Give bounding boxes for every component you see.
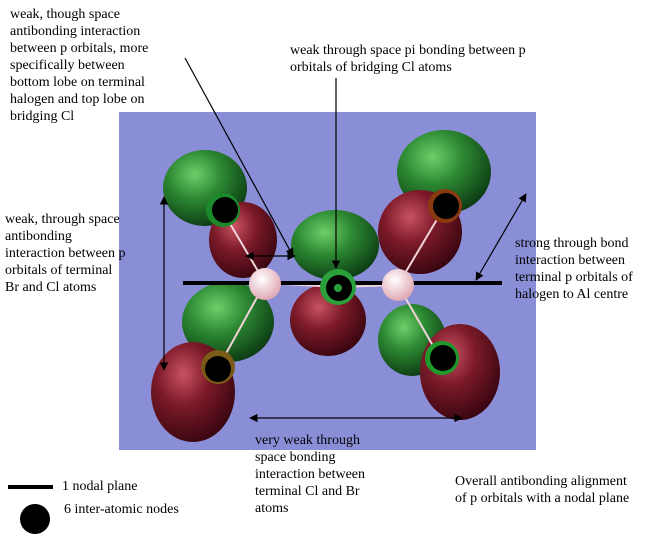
node-top-right <box>433 193 459 219</box>
aluminium-atom-left <box>249 268 281 300</box>
node-center-right <box>334 284 342 292</box>
annotation-bottom-right: Overall antibonding alignment of p orbit… <box>455 474 630 506</box>
legend-nodes-label: 6 inter-atomic nodes <box>64 502 179 517</box>
lobe-green-center-top <box>291 210 379 280</box>
annotation-top-left: weak, though space antibonding interacti… <box>10 7 149 124</box>
annotation-bottom-center: very weak through space bonding interact… <box>255 433 366 516</box>
lobe-red-bottom-right <box>420 324 500 420</box>
aluminium-atom-right <box>382 269 414 301</box>
annotation-left: weak, through space antibonding interact… <box>5 212 126 295</box>
annotation-arrows <box>159 57 527 423</box>
legend-nodal-plane-label: 1 nodal plane <box>62 479 138 494</box>
node-bottom-left <box>205 356 231 382</box>
arrow-right-diagonal <box>475 193 527 281</box>
lobe-green-lower-left <box>182 282 274 362</box>
annotation-top-center: weak through space pi bonding between p … <box>290 43 526 75</box>
inter-atomic-nodes <box>205 193 459 382</box>
node-top-left <box>212 197 238 223</box>
node-bottom-right <box>430 345 456 371</box>
arrow-top-left-pointer <box>184 57 294 257</box>
annotation-right: strong through bond interaction between … <box>515 236 633 302</box>
legend-node-swatch <box>20 504 50 534</box>
